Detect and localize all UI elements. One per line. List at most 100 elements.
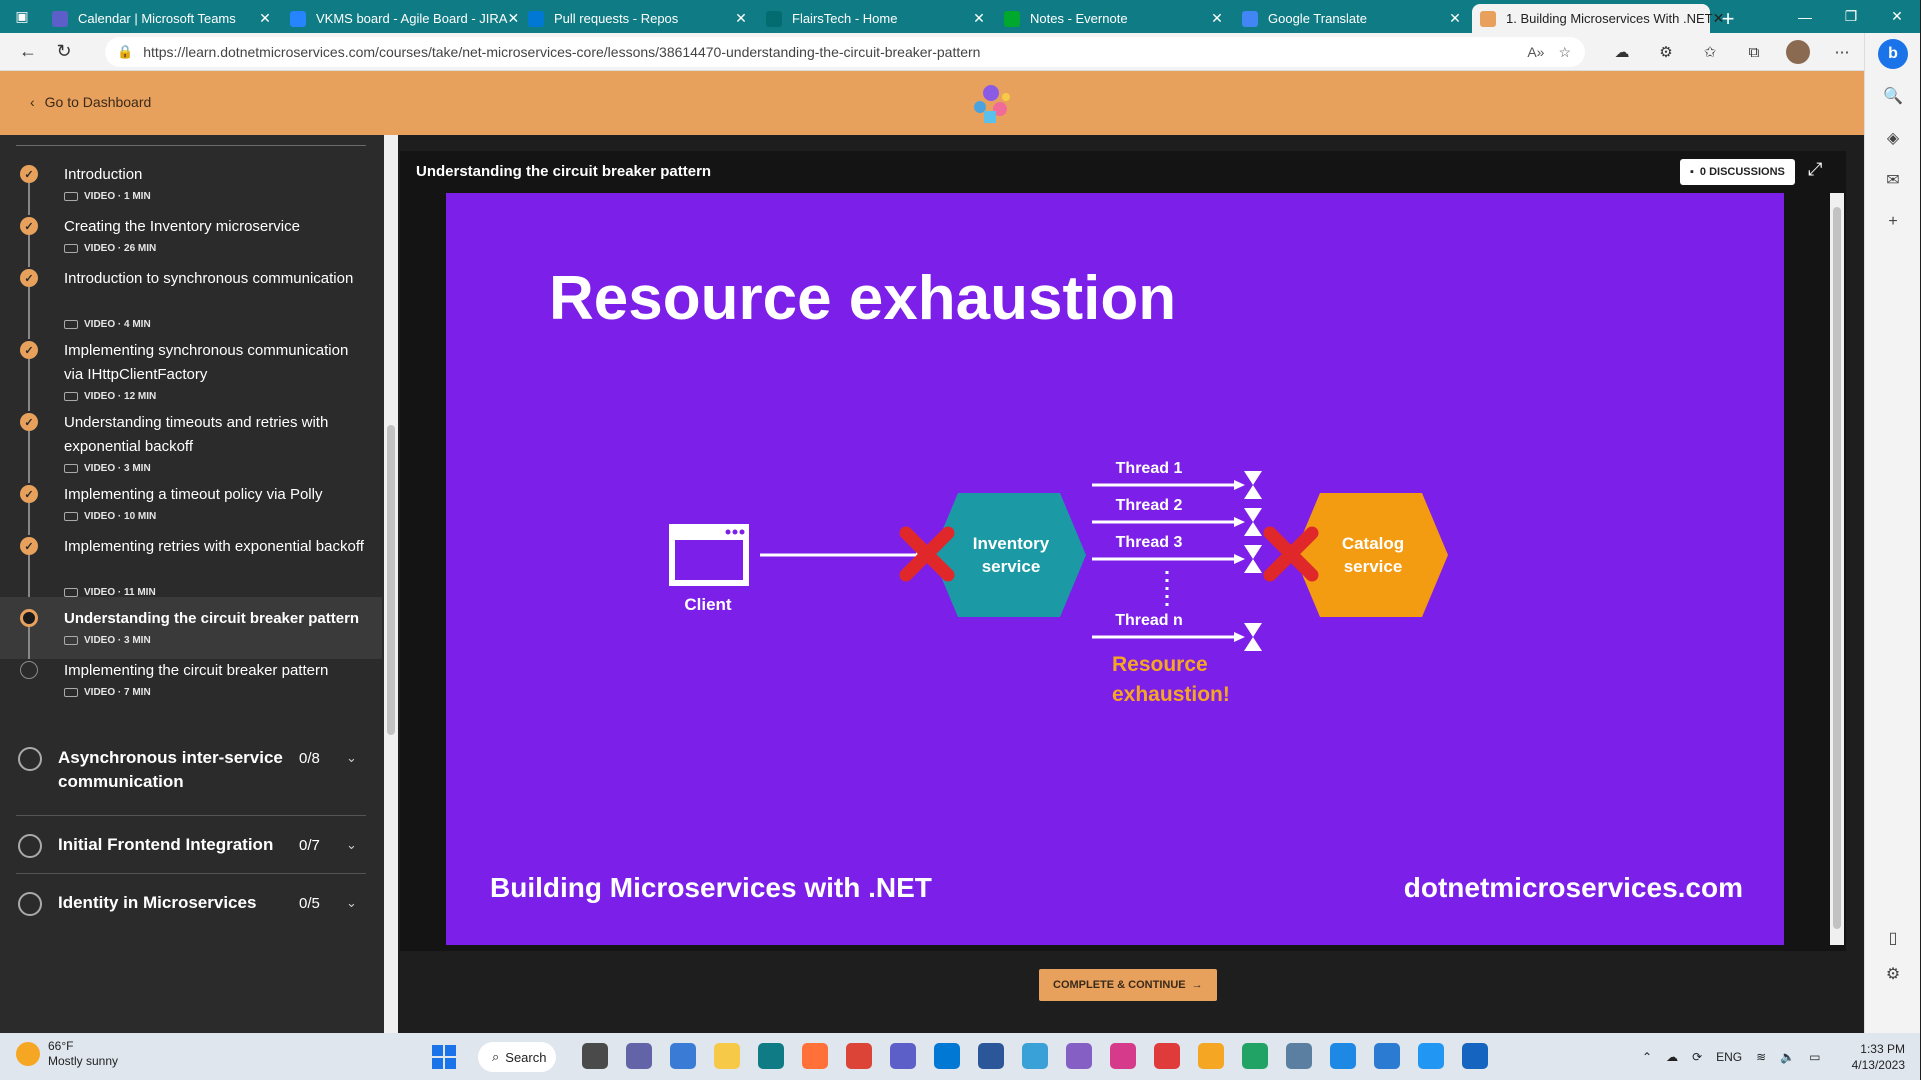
app-icon[interactable] (1022, 1043, 1048, 1069)
outlook-icon[interactable]: ✉ (1886, 172, 1900, 189)
profile-avatar[interactable] (1776, 37, 1820, 67)
vscode-icon[interactable] (1330, 1043, 1356, 1069)
tab-close-icon[interactable]: ✕ (735, 10, 747, 26)
complete-continue-label: COMPLETE & CONTINUE (1053, 979, 1186, 991)
tab-close-icon[interactable]: ✕ (1449, 10, 1461, 26)
shopping-icon[interactable]: ◈ (1886, 130, 1900, 147)
browser-tab[interactable]: Calendar | Microsoft Teams✕ (44, 4, 282, 33)
course-logo (974, 85, 1010, 123)
video-slide[interactable]: Resource exhaustion Client Inventory ser… (446, 193, 1784, 945)
tab-favicon-icon (1004, 10, 1020, 27)
check-icon: ✓ (20, 341, 38, 359)
section-header[interactable]: Asynchronous inter-service communication… (16, 735, 366, 815)
bing-chat-icon[interactable]: b (1865, 33, 1921, 75)
go-to-dashboard-link[interactable]: ‹ Go to Dashboard (30, 94, 151, 110)
restore-icon[interactable]: ❐ (1844, 8, 1858, 24)
browser-tab[interactable]: FlairsTech - Home✕ (758, 4, 996, 33)
firefox-icon[interactable] (802, 1043, 828, 1069)
tab-close-icon[interactable]: ✕ (973, 10, 985, 26)
volume-icon[interactable]: 🔈 (1780, 1049, 1796, 1064)
chevron-up-icon[interactable]: ⌃ (1642, 1049, 1653, 1064)
lesson-item[interactable]: ✓Introduction to synchronous communicati… (16, 267, 366, 339)
new-tab-button[interactable]: + (1721, 5, 1735, 31)
add-sidebar-icon[interactable]: + (1888, 213, 1898, 230)
more-menu-icon[interactable]: ⋯ (1834, 44, 1850, 61)
inventory-label-line2: service (982, 557, 1041, 576)
browser-tab[interactable]: 1. Building Microservices With .NET✕ (1472, 4, 1724, 33)
remote-icon[interactable] (1286, 1043, 1312, 1069)
sidebar-layout-icon[interactable]: ▯ (1888, 930, 1898, 947)
player-scrollbar[interactable] (1830, 193, 1844, 945)
tab-close-icon[interactable]: ✕ (507, 10, 520, 26)
excel-icon[interactable] (1154, 1043, 1180, 1069)
minimize-icon[interactable]: — (1798, 8, 1812, 25)
tab-close-icon[interactable]: ✕ (259, 10, 271, 26)
onedrive-icon[interactable]: ☁ (1666, 1049, 1679, 1064)
url-field[interactable]: 🔒 https://learn.dotnetmicroservices.com/… (105, 37, 1585, 67)
wifi-icon[interactable]: ≋ (1756, 1049, 1767, 1064)
teams-chat-icon[interactable] (626, 1043, 652, 1069)
favorite-star-icon[interactable]: ☆ (1558, 43, 1571, 60)
notepad-icon[interactable] (978, 1043, 1004, 1069)
azure-icon[interactable] (1374, 1043, 1400, 1069)
refresh-icon[interactable]: ↻ (56, 41, 72, 61)
file-explorer-icon[interactable] (582, 1043, 608, 1069)
lesson-item[interactable]: Understanding the circuit breaker patter… (16, 607, 366, 659)
settings-gear-icon[interactable]: ⚙ (1885, 966, 1901, 983)
tab-close-icon[interactable]: ✕ (1211, 10, 1223, 26)
language-indicator[interactable]: ENG (1716, 1049, 1743, 1064)
search-icon[interactable]: 🔍 (1883, 88, 1903, 105)
folder-icon[interactable] (714, 1043, 740, 1069)
chrome-icon[interactable] (846, 1043, 872, 1069)
weather-widget[interactable]: 66°F Mostly sunny (16, 1039, 118, 1069)
status-circle-icon (20, 609, 38, 627)
edge-icon[interactable] (758, 1043, 784, 1069)
tools-icon[interactable] (1198, 1043, 1224, 1069)
defender-icon[interactable] (1462, 1043, 1488, 1069)
browser-tab[interactable]: VKMS board - Agile Board - JIRA✕ (282, 4, 520, 33)
sheets-icon[interactable] (1242, 1043, 1268, 1069)
lesson-item[interactable]: Implementing the circuit breaker pattern… (16, 659, 366, 711)
tab-favicon-icon (766, 10, 782, 27)
snipping-icon[interactable] (1110, 1043, 1136, 1069)
lesson-item[interactable]: ✓ Implementing synchronous communication … (16, 339, 366, 411)
taskbar-search[interactable]: ⌕ Search (478, 1042, 556, 1072)
slide-footer-right: dotnetmicroservices.com (1404, 872, 1743, 903)
close-window-icon[interactable]: ✕ (1891, 8, 1903, 24)
discussions-button[interactable]: ▪ 0 DISCUSSIONS (1680, 159, 1795, 185)
visual-studio-icon[interactable] (1066, 1043, 1092, 1069)
lesson-item[interactable]: ✓Understanding timeouts and retries with… (16, 411, 366, 483)
expand-icon[interactable]: ⤢ (1808, 159, 1823, 179)
tab-title: Notes - Evernote (1030, 11, 1128, 26)
lesson-item[interactable]: ✓Implementing a timeout policy via Polly… (16, 483, 366, 535)
cloud-app-icon[interactable] (1418, 1043, 1444, 1069)
teams-icon[interactable] (890, 1043, 916, 1069)
cortana-icon[interactable] (670, 1043, 696, 1069)
lesson-name: Implementing synchronous communication v… (64, 342, 349, 383)
browser-tab[interactable]: Google Translate✕ (1234, 4, 1472, 33)
start-button[interactable] (432, 1045, 456, 1069)
lesson-item[interactable]: ✓Implementing retries with exponential b… (16, 535, 366, 607)
sync-icon[interactable]: ⟳ (1692, 1049, 1703, 1064)
outlook-icon[interactable] (934, 1043, 960, 1069)
sidebar-scrollbar[interactable] (384, 135, 398, 1033)
clock[interactable]: 1:33 PM 4/13/2023 (1845, 1041, 1905, 1073)
collections-icon[interactable]: ⧉ (1748, 43, 1760, 61)
chevron-down-icon: ⌄ (346, 750, 357, 765)
tab-actions-icon[interactable]: ▣ (15, 8, 29, 24)
read-aloud-icon[interactable]: A» (1527, 43, 1545, 60)
browser-tab[interactable]: Pull requests - Repos✕ (520, 4, 758, 33)
favorites-icon[interactable]: ✩ (1703, 44, 1717, 61)
back-icon[interactable]: ← (19, 41, 37, 61)
browser-tab[interactable]: Notes - Evernote ✕ (996, 4, 1234, 33)
tab-close-icon[interactable]: ✕ (1712, 10, 1725, 26)
video-icon (64, 512, 78, 521)
cloud-icon[interactable]: ☁ (1614, 44, 1630, 61)
extensions-icon[interactable]: ⚙ (1659, 44, 1673, 61)
complete-continue-button[interactable]: COMPLETE & CONTINUE → (1039, 969, 1217, 1001)
battery-icon[interactable]: ▭ (1809, 1049, 1821, 1064)
